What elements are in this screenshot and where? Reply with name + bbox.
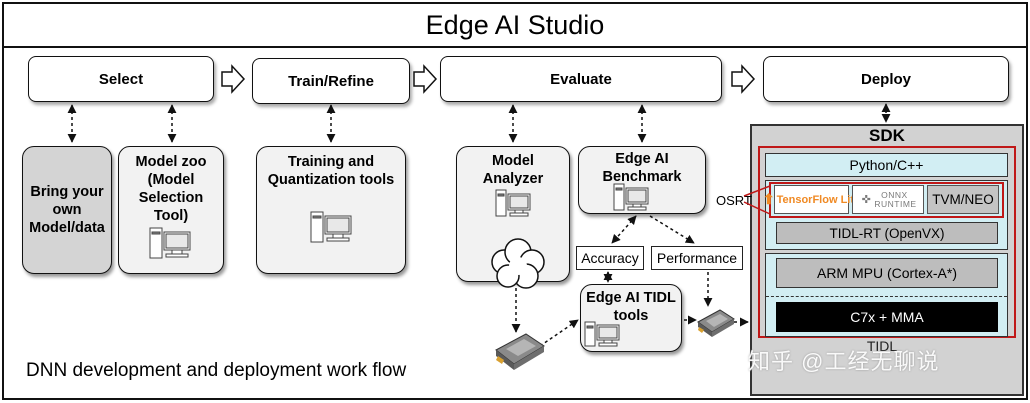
onnx-runtime-label: ONNX RUNTIME xyxy=(874,189,917,209)
connector-benchmark-performance xyxy=(649,215,695,244)
sdk-title: SDK xyxy=(869,126,905,145)
performance-label: Performance xyxy=(656,250,738,266)
workflow-caption: DNN development and deployment work flow xyxy=(26,360,407,381)
edge-ai-benchmark-box: Edge AI Benchmark xyxy=(578,146,706,214)
model-zoo-box: Model zoo (Model Selection Tool) xyxy=(118,146,224,274)
osrt-highlight xyxy=(769,182,1004,218)
cloud-icon xyxy=(491,238,545,289)
stage-train-label: Train/Refine xyxy=(288,72,374,90)
computer-icon xyxy=(584,321,620,347)
tidl-label: TIDL xyxy=(866,338,898,354)
performance-box: Performance xyxy=(651,246,743,270)
diagram-title: Edge AI Studio xyxy=(425,9,605,40)
stage-train-refine: Train/Refine xyxy=(252,58,410,104)
chip-icon xyxy=(495,333,545,370)
tensorflow-icon: ⬆ xyxy=(762,191,775,207)
model-analyzer-label: Model Analyzer xyxy=(482,153,544,187)
stage-evaluate: Evaluate xyxy=(440,56,722,102)
tensorflow-lite-logo: ⬆ TensorFlow Lite xyxy=(763,185,860,214)
stage-select: Select xyxy=(28,56,214,102)
connector-chip-tidl-tools xyxy=(539,319,579,347)
tvm-neo-label: TVM/NEO xyxy=(932,192,994,207)
bring-own-model-box: Bring your own Model/data xyxy=(22,146,112,274)
title-bar: Edge AI Studio xyxy=(2,2,1028,48)
computer-icon xyxy=(495,189,531,217)
arm-mpu-row: ARM MPU (Cortex-A*) xyxy=(776,258,998,288)
tidl-rt-label: TIDL-RT (OpenVX) xyxy=(829,225,945,241)
onnx-icon: ✜ xyxy=(861,194,872,206)
sdk-red-outline xyxy=(758,146,1016,338)
computer-icon xyxy=(613,183,649,211)
training-tools-label: Training and Quantization tools xyxy=(267,154,395,188)
python-cpp-row: Python/C++ xyxy=(765,153,1008,177)
osrt-pointer xyxy=(743,185,771,215)
training-tools-box: Training and Quantization tools xyxy=(256,146,406,274)
tidl-rt-row: TIDL-RT (OpenVX) xyxy=(776,222,998,244)
tidl-tools-label: Edge AI TIDL tools xyxy=(586,290,676,324)
edge-ai-benchmark-label: Edge AI Benchmark xyxy=(602,151,682,185)
onnx-runtime-logo: ✜ ONNX RUNTIME xyxy=(852,185,924,214)
model-zoo-label: Model zoo (Model Selection Tool) xyxy=(135,154,207,224)
computer-icon xyxy=(310,211,352,243)
stage-evaluate-label: Evaluate xyxy=(550,70,612,88)
bring-own-model-label: Bring your own Model/data xyxy=(29,184,105,236)
stage-arrow-3 xyxy=(731,64,756,94)
stage-deploy: Deploy xyxy=(763,56,1009,102)
osrt-label: OSRT xyxy=(716,193,752,208)
tensorflow-lite-label: TensorFlow Lite xyxy=(776,193,861,206)
watermark: 知乎 @工经无聊说 xyxy=(748,349,940,374)
hardware-divider xyxy=(766,296,1007,297)
accuracy-box: Accuracy xyxy=(576,246,644,270)
tvm-neo-box: TVM/NEO xyxy=(927,185,999,214)
connector-benchmark-accuracy xyxy=(611,215,637,244)
stage-select-label: Select xyxy=(98,70,144,88)
tidl-tools-box: Edge AI TIDL tools xyxy=(580,284,682,352)
arm-mpu-label: ARM MPU (Cortex-A*) xyxy=(816,265,957,281)
accuracy-label: Accuracy xyxy=(581,250,639,266)
stage-arrow-1 xyxy=(221,64,246,94)
computer-icon xyxy=(149,227,191,259)
chip-icon xyxy=(697,309,735,337)
python-cpp-label: Python/C++ xyxy=(849,157,924,173)
stage-deploy-label: Deploy xyxy=(860,70,911,88)
c7x-mma-row: C7x + MMA xyxy=(776,302,998,332)
stage-arrow-2 xyxy=(413,64,438,94)
c7x-mma-label: C7x + MMA xyxy=(850,309,924,325)
